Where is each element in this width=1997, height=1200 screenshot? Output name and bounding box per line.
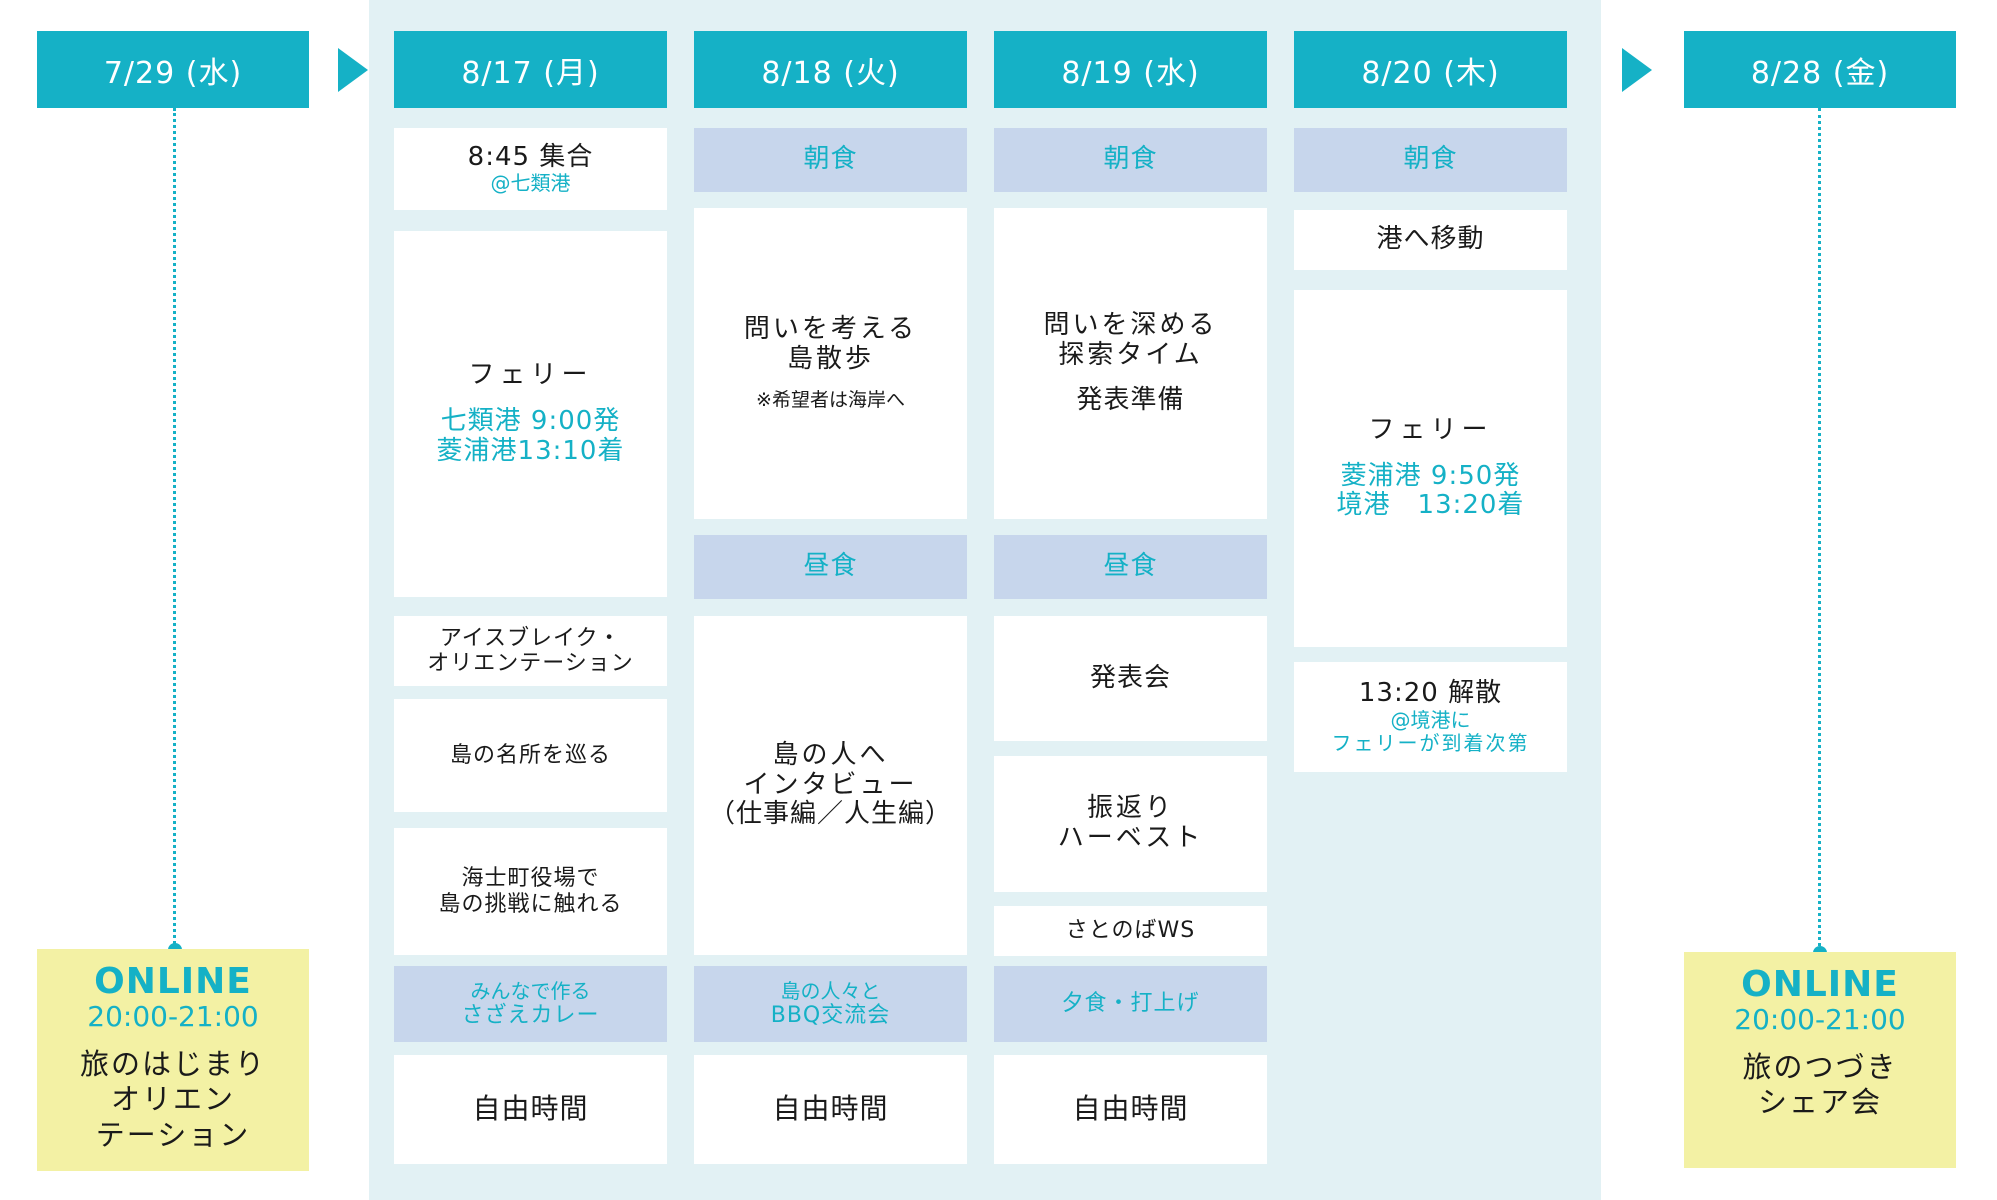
meal-title: 昼食: [1103, 551, 1158, 582]
online-label: ONLINE: [1741, 964, 1899, 1005]
schedule-item-gather: 8:45 集合 @七類港: [394, 128, 667, 210]
date-header-0820: 8/20 (木): [1294, 31, 1567, 108]
item-note: ※希望者は海岸へ: [756, 389, 905, 412]
meal-subtitle: 島の人々と: [780, 978, 881, 1003]
timeline-connector: [1818, 108, 1821, 953]
item-title: フェリー: [1368, 414, 1493, 445]
meal-title: さざえカレー: [461, 1002, 600, 1028]
session-time: 20:00-21:00: [1734, 1002, 1906, 1036]
item-title: 島の名所を巡る: [449, 742, 611, 768]
schedule-item-tour: 島の名所を巡る: [394, 699, 667, 812]
item-location: @七類港: [490, 171, 571, 196]
item-title: 発表準備: [1076, 385, 1185, 416]
item-title-line: オリエンテーション: [427, 651, 634, 676]
schedule-item-interview: 島の人へ インタビュー （仕事編／人生編）: [694, 616, 967, 955]
session-title-line: 旅のつづき: [1742, 1049, 1898, 1084]
schedule-item-ferry: フェリー 七類港 9:00発 菱浦港13:10着: [394, 231, 667, 597]
item-title: 自由時間: [472, 1092, 589, 1126]
item-title-line: インタビュー: [743, 769, 918, 800]
item-title: 自由時間: [772, 1092, 889, 1126]
meal-title: BBQ交流会: [770, 1002, 891, 1028]
item-title-line: 島散歩: [786, 343, 874, 374]
date-header-0729: 7/29 (水): [37, 31, 309, 108]
item-title-line: アイスブレイク・: [439, 625, 622, 651]
triangle-right-icon: [1622, 48, 1652, 92]
meal-breakfast: 朝食: [1294, 128, 1567, 192]
session-title-line: オリエン: [110, 1082, 235, 1117]
item-title-line: 海士町役場で: [461, 866, 600, 892]
post-session-box: ONLINE 20:00-21:00 旅のつづき シェア会: [1684, 952, 1956, 1168]
schedule-item-ferry: フェリー 菱浦港 9:50発 境港 13:20着: [1294, 290, 1567, 647]
timeline-connector: [173, 108, 176, 950]
item-title-line: 問いを考える: [743, 313, 918, 344]
schedule-item-presentation: 発表会: [994, 616, 1267, 741]
item-title: フェリー: [468, 360, 593, 391]
triangle-right-icon: [338, 48, 368, 92]
item-title: 8:45 集合: [467, 141, 594, 172]
item-location: @境港に: [1390, 707, 1471, 732]
meal-title: 朝食: [1403, 144, 1458, 175]
meal-subtitle: みんなで作る: [470, 978, 591, 1003]
meal-lunch: 昼食: [694, 535, 967, 599]
item-title: 自由時間: [1072, 1092, 1189, 1126]
meal-breakfast: 朝食: [994, 128, 1267, 192]
schedule-item-workshop: さとのばWS: [994, 906, 1267, 956]
item-title-line: 島の人へ: [772, 739, 889, 770]
meal-dinner: みんなで作る さざえカレー: [394, 966, 667, 1042]
online-label: ONLINE: [94, 961, 252, 1002]
schedule-item-town-office: 海士町役場で 島の挑戦に触れる: [394, 828, 667, 955]
item-title-line: 振返り: [1086, 793, 1174, 824]
meal-dinner: 島の人々と BBQ交流会: [694, 966, 967, 1042]
item-title: 港へ移動: [1376, 224, 1485, 255]
schedule-item-move-to-port: 港へ移動: [1294, 210, 1567, 270]
meal-title: 昼食: [803, 551, 858, 582]
item-title-line: 探索タイム: [1058, 339, 1203, 370]
schedule-item-island-walk: 問いを考える 島散歩 ※希望者は海岸へ: [694, 208, 967, 519]
meal-lunch: 昼食: [994, 535, 1267, 599]
schedule-item-icebreak: アイスブレイク・ オリエンテーション: [394, 616, 667, 686]
item-title: さとのばWS: [1065, 918, 1196, 944]
ferry-departure: 菱浦港 9:50発: [1340, 460, 1521, 491]
date-header-0819: 8/19 (水): [994, 31, 1267, 108]
meal-title: 朝食: [1103, 144, 1158, 175]
item-title: 13:20 解散: [1358, 678, 1503, 709]
meal-breakfast: 朝食: [694, 128, 967, 192]
schedule-item-free-time: 自由時間: [394, 1055, 667, 1164]
ferry-departure: 七類港 9:00発: [440, 406, 621, 437]
pre-session-box: ONLINE 20:00-21:00 旅のはじまり オリエン テーション: [37, 949, 309, 1171]
ferry-arrival: 境港 13:20着: [1336, 490, 1525, 521]
item-title-line: ハーベスト: [1057, 823, 1204, 853]
ferry-arrival: 菱浦港13:10着: [436, 435, 625, 466]
meal-title: 夕食・打上げ: [1061, 991, 1200, 1017]
date-header-0828: 8/28 (金): [1684, 31, 1956, 108]
session-time: 20:00-21:00: [87, 999, 259, 1033]
date-header-0817: 8/17 (月): [394, 31, 667, 108]
meal-title: 朝食: [803, 144, 858, 175]
item-title-line: 問いを深める: [1043, 309, 1218, 340]
schedule-item-free-time: 自由時間: [994, 1055, 1267, 1164]
date-header-0818: 8/18 (火): [694, 31, 967, 108]
schedule-item-review: 振返り ハーベスト: [994, 756, 1267, 892]
item-note: フェリーが到着次第: [1331, 730, 1530, 755]
item-title: 発表会: [1089, 662, 1171, 693]
item-title-line: （仕事編／人生編）: [708, 799, 952, 830]
item-title-line: 島の挑戦に触れる: [438, 891, 623, 917]
session-title-line: テーション: [95, 1117, 251, 1152]
session-title-line: 旅のはじまり: [79, 1046, 266, 1081]
meal-dinner: 夕食・打上げ: [994, 966, 1267, 1042]
schedule-item-dismissal: 13:20 解散 @境港に フェリーが到着次第: [1294, 662, 1567, 772]
schedule-item-exploration: 問いを深める 探索タイム 発表準備: [994, 208, 1267, 519]
schedule-item-free-time: 自由時間: [694, 1055, 967, 1164]
session-title-line: シェア会: [1757, 1085, 1882, 1120]
